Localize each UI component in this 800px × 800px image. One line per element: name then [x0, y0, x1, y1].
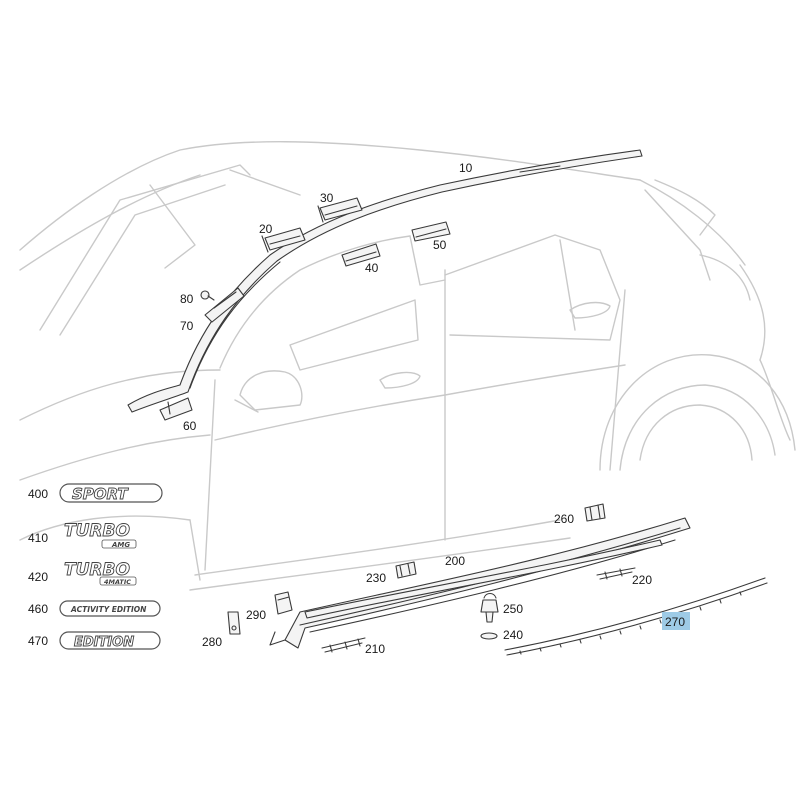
callout-30: 30 — [320, 191, 334, 205]
screw-part-80 — [200, 290, 215, 301]
clip-part-260 — [584, 503, 606, 522]
callout-240: 240 — [503, 628, 523, 642]
clip-part-290 — [274, 591, 293, 615]
car-body-outline — [19, 141, 796, 591]
push-rivet-part-250 — [480, 592, 499, 623]
callout-labels: 10 20 30 40 50 60 70 80 200 210 220 230 … — [28, 161, 690, 656]
callout-210: 210 — [365, 642, 385, 656]
badge-470-edition: EDITION — [59, 631, 161, 650]
sill-bracket-part-210 — [321, 637, 366, 653]
callout-260: 260 — [554, 512, 574, 526]
callout-460: 460 — [28, 602, 48, 616]
washer-part-240 — [480, 632, 498, 640]
sill-bracket-part-220 — [596, 567, 636, 580]
roof-clip-part-40 — [341, 243, 381, 267]
badge-420-sub-text: 4MATIC — [104, 578, 131, 586]
badge-410-sub-text: AMG — [111, 541, 130, 549]
callout-10: 10 — [459, 161, 473, 175]
badge-410-main-text: TURBO — [64, 521, 130, 541]
callout-200: 200 — [445, 554, 465, 568]
clip-part-70 — [204, 287, 245, 323]
roof-clip-part-50 — [411, 221, 451, 242]
callout-220: 220 — [632, 573, 652, 587]
badge-400-text: SPORT — [72, 485, 129, 503]
callout-50: 50 — [433, 238, 447, 252]
callout-250: 250 — [503, 602, 523, 616]
badge-410-turbo-amg: TURBO AMG — [64, 521, 137, 549]
roof-clip-part-20 — [261, 227, 306, 253]
callout-290: 290 — [246, 608, 266, 622]
badge-470-text: EDITION — [74, 635, 134, 650]
badge-420-main-text: TURBO — [64, 560, 130, 580]
callout-70: 70 — [180, 319, 194, 333]
clip-part-280 — [227, 611, 241, 635]
badge-460-activity-edition: ACTIVITY EDITION — [59, 600, 161, 617]
callout-60: 60 — [183, 419, 197, 433]
callout-20: 20 — [259, 222, 273, 236]
callout-280: 280 — [202, 635, 222, 649]
badge-420-turbo-4matic: TURBO 4MATIC — [64, 560, 137, 586]
roof-molding-part-10 — [127, 149, 643, 413]
callout-80: 80 — [180, 292, 194, 306]
callout-270-highlight — [662, 612, 690, 630]
callout-270: 270 — [665, 615, 685, 629]
callout-410: 410 — [28, 531, 48, 545]
callout-230: 230 — [366, 571, 386, 585]
badge-460-text: ACTIVITY EDITION — [70, 605, 147, 614]
sill-trim-inner-part — [304, 539, 663, 619]
end-cap-part-60 — [159, 397, 193, 421]
roof-clip-part-30 — [317, 197, 363, 223]
callout-470: 470 — [28, 634, 48, 648]
callout-400: 400 — [28, 487, 48, 501]
callout-40: 40 — [365, 261, 379, 275]
clip-part-230 — [395, 561, 417, 579]
callout-420: 420 — [28, 570, 48, 584]
trim-strip-part-270 — [504, 577, 768, 656]
badge-400-sport: SPORT — [59, 483, 163, 503]
